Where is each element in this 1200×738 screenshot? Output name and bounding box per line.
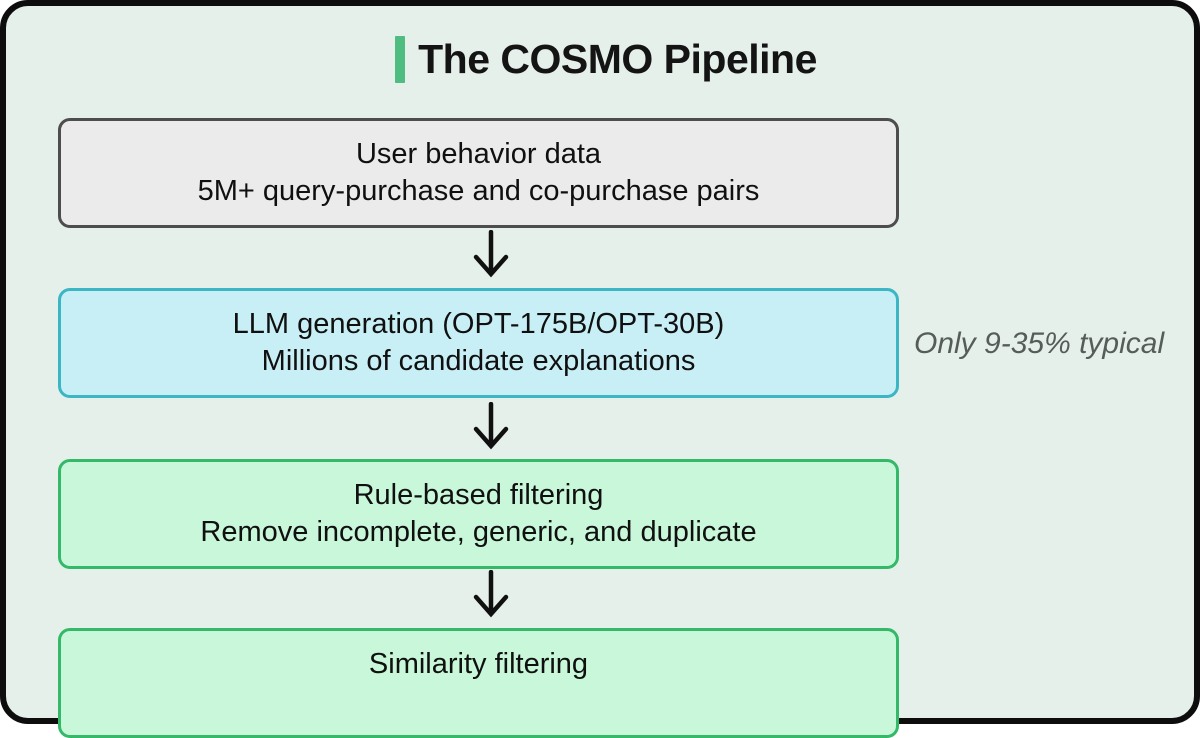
pipeline-step-user-behavior-data: User behavior data 5M+ query-purchase an…: [58, 118, 899, 228]
pipeline-step-llm-generation: LLM generation (OPT-175B/OPT-30B) Millio…: [58, 288, 899, 398]
step-heading: User behavior data: [355, 138, 602, 170]
step-heading: LLM generation (OPT-175B/OPT-30B): [232, 308, 725, 340]
step-heading: Similarity filtering: [368, 648, 589, 680]
step-subtext: 5M+ query-purchase and co-purchase pairs: [197, 175, 760, 207]
step-subtext: Millions of candidate explanations: [261, 345, 696, 377]
down-arrow-icon: [473, 570, 509, 618]
down-arrow-icon: [473, 402, 509, 450]
page-title: The COSMO Pipeline: [418, 36, 817, 82]
diagram-title-row: The COSMO Pipeline: [6, 36, 1200, 83]
title-accent-bar: [395, 36, 406, 83]
yield-annotation: Only 9-35% typical: [914, 327, 1165, 360]
pipeline-step-rule-based-filtering: Rule-based filtering Remove incomplete, …: [58, 459, 899, 569]
step-heading: Rule-based filtering: [353, 479, 604, 511]
step-subtext: Remove incomplete, generic, and duplicat…: [200, 516, 757, 548]
pipeline-step-similarity-filtering: Similarity filtering: [58, 628, 899, 738]
down-arrow-icon: [473, 230, 509, 278]
